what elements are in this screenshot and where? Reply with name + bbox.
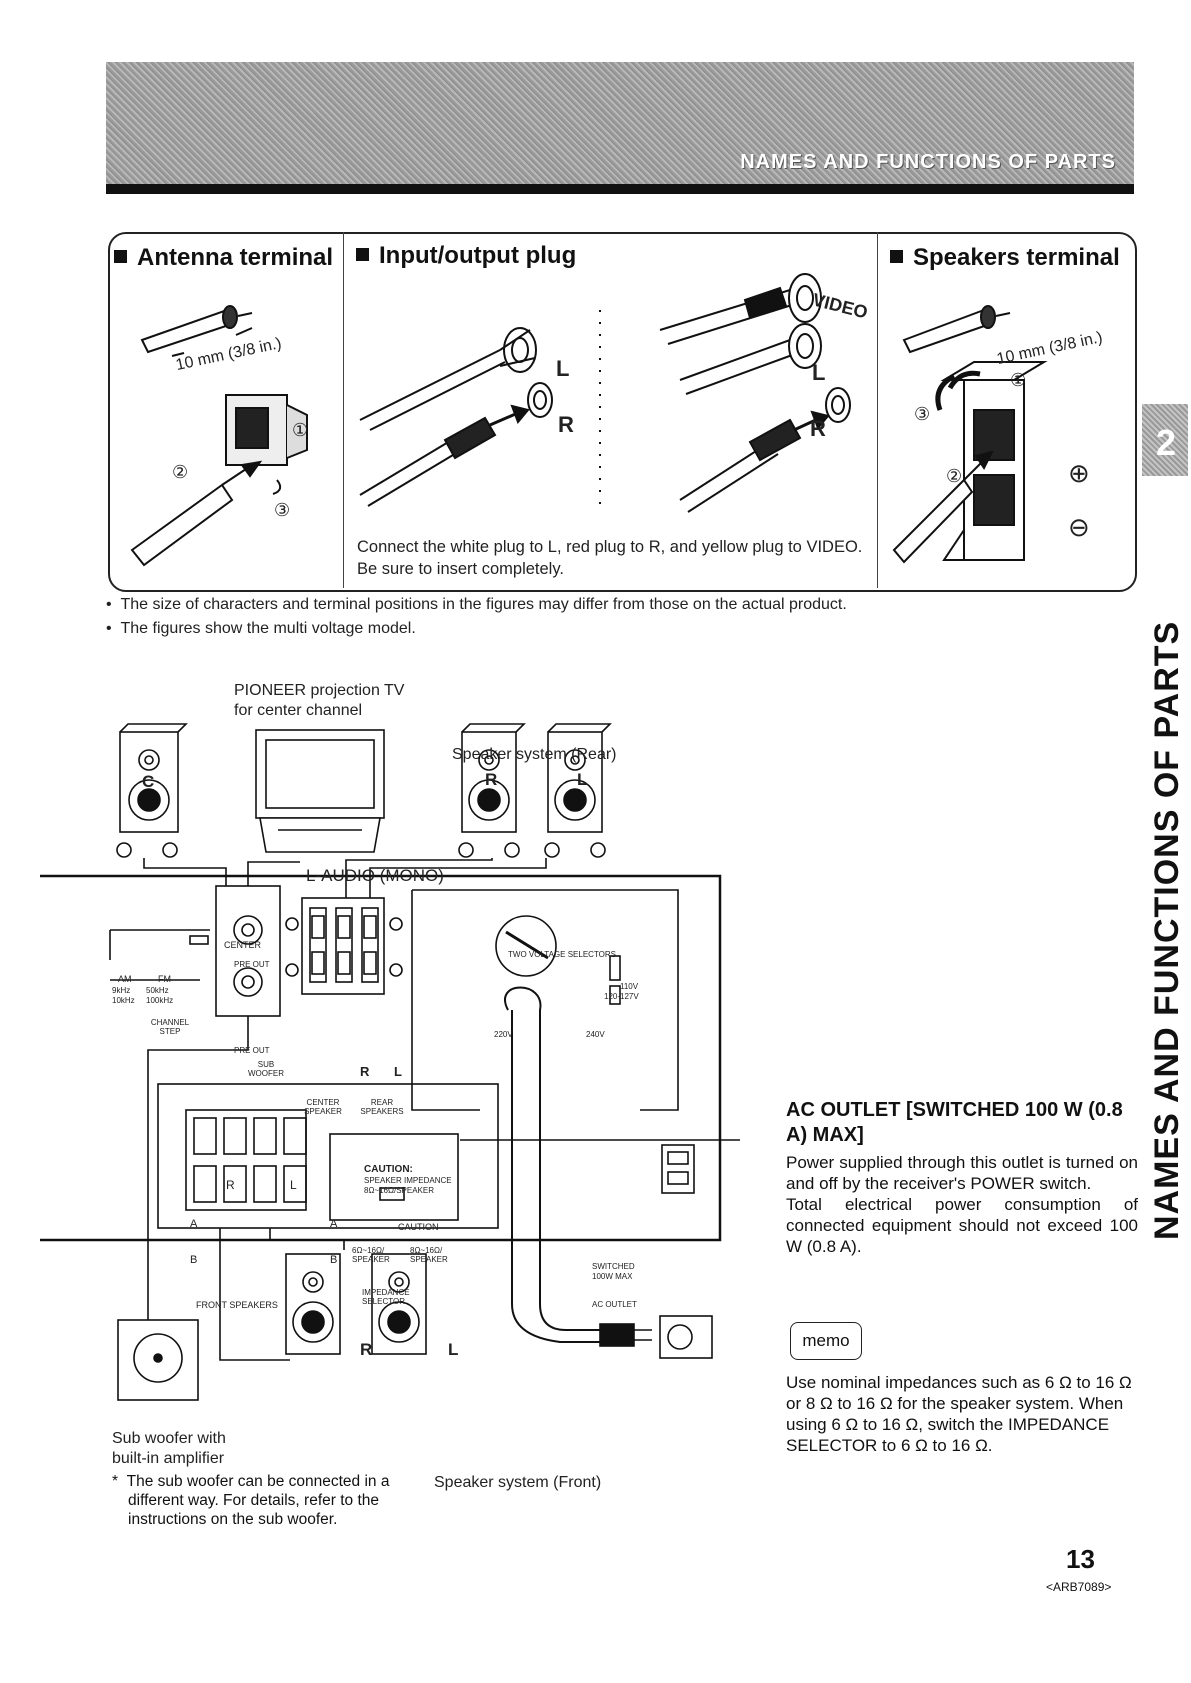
panel-240v: 240V bbox=[586, 1030, 605, 1039]
panel-220v: 220V bbox=[494, 1030, 513, 1039]
front-speaker-l: L bbox=[448, 1340, 459, 1359]
sub-woofer-label-2: built-in amplifier bbox=[112, 1450, 225, 1467]
front-speaker-r: R bbox=[360, 1340, 373, 1359]
panel-channel-step: CHANNEL STEP bbox=[150, 1018, 190, 1036]
ac-outlet-body-2: Total electrical power consumption of co… bbox=[786, 1195, 1138, 1256]
panel-switched: SWITCHED bbox=[592, 1262, 635, 1271]
panel-am-9k: 9kHz bbox=[112, 986, 131, 995]
panel-120v: 120-127V bbox=[604, 992, 639, 1001]
antenna-step-1: ① bbox=[292, 420, 309, 440]
panel-b-left: B bbox=[190, 1254, 198, 1266]
panel-rear-speakers: REAR SPEAKERS bbox=[360, 1098, 404, 1116]
rear-speaker-l: L bbox=[577, 770, 588, 789]
memo-body: Use nominal impedances such as 6 Ω to 16… bbox=[786, 1373, 1132, 1455]
panel-fm-50k: 50kHz bbox=[146, 986, 169, 995]
io-label-l-left: L bbox=[556, 356, 570, 381]
minus-symbol: ⊖ bbox=[1068, 512, 1090, 542]
header-band: NAMES AND FUNCTIONS OF PARTS bbox=[106, 62, 1134, 194]
ac-outlet-title: AC OUTLET [SWITCHED 100 W (0.8 A) MAX] bbox=[786, 1099, 1123, 1146]
panel-pre-out-1: PRE OUT bbox=[234, 960, 270, 969]
panel-l: L bbox=[394, 1064, 402, 1079]
antenna-illustration bbox=[130, 305, 308, 567]
io-label-r-right: R bbox=[810, 416, 826, 441]
io-caption: Connect the white plug to L, red plug to… bbox=[357, 538, 863, 578]
panel-caution2: CAUTION bbox=[398, 1222, 439, 1232]
io-label-r-left: R bbox=[558, 412, 574, 437]
panel-front-l: L bbox=[290, 1178, 297, 1192]
terminal-box bbox=[108, 232, 1137, 592]
sub-woofer-label-1: Sub woofer with bbox=[112, 1430, 226, 1447]
panel-center: CENTER bbox=[224, 940, 262, 950]
panel-am-10k: 10kHz bbox=[112, 996, 135, 1005]
panel-front-speakers: FRONT SPEAKERS bbox=[196, 1300, 278, 1310]
panel-r: R bbox=[360, 1064, 370, 1079]
io-label-l-right: L bbox=[812, 360, 826, 385]
panel-imp-right: 8Ω~16Ω/ SPEAKER bbox=[410, 1246, 448, 1264]
speakers-step-2: ② bbox=[946, 466, 963, 486]
panel-a-left: A bbox=[190, 1218, 198, 1230]
panel-imp-left: 6Ω~16Ω/ SPEAKER bbox=[352, 1246, 390, 1264]
antenna-section-title: Antenna terminal bbox=[114, 244, 333, 272]
tv-label-line1: PIONEER projection TV bbox=[234, 682, 405, 699]
box-divider bbox=[877, 232, 878, 588]
note-1: • The size of characters and terminal po… bbox=[106, 596, 847, 613]
panel-center-speaker: CENTER SPEAKER bbox=[304, 1098, 342, 1116]
front-speaker-heading: Speaker system (Front) bbox=[434, 1474, 602, 1491]
plus-symbol: ⊕ bbox=[1068, 458, 1090, 488]
rear-speaker-r: R bbox=[485, 770, 498, 789]
speakers-terminal-illustration bbox=[892, 305, 1048, 564]
panel-am: AM bbox=[118, 974, 132, 984]
center-speaker-label: C bbox=[142, 772, 155, 791]
antenna-step-2: ② bbox=[172, 462, 189, 482]
panel-switched-max: 100W MAX bbox=[592, 1272, 633, 1281]
panel-caution-line2: 8Ω~16Ω/SPEAKER bbox=[364, 1186, 434, 1195]
note-2: • The figures show the multi voltage mod… bbox=[106, 620, 416, 637]
page-header-title: NAMES AND FUNCTIONS OF PARTS bbox=[740, 151, 1116, 173]
memo-badge: memo bbox=[790, 1322, 862, 1360]
panel-impedance-selector: IMPEDANCE SELECTOR bbox=[362, 1288, 410, 1306]
tv-label-line2: for center channel bbox=[234, 702, 363, 719]
panel-fm-100k: 100kHz bbox=[146, 996, 174, 1005]
speakers-step-1: ① bbox=[1010, 370, 1027, 390]
connection-diagram bbox=[40, 723, 740, 1401]
panel-caution-line1: SPEAKER IMPEDANCE bbox=[364, 1176, 452, 1185]
io-plug-illustration bbox=[359, 273, 851, 513]
panel-a-right: A bbox=[330, 1218, 338, 1230]
panel-ac-outlet: AC OUTLET bbox=[592, 1300, 637, 1309]
side-chapter-title: NAMES AND FUNCTIONS OF PARTS bbox=[1148, 620, 1186, 1240]
io-section-title: Input/output plug bbox=[356, 242, 576, 270]
speakers-section-title: Speakers terminal bbox=[890, 244, 1120, 272]
sub-woofer-note: * The sub woofer can be connected in a d… bbox=[112, 1473, 390, 1528]
rear-speaker-heading: Speaker system (Rear) bbox=[452, 746, 617, 763]
document-code: <ARB7089> bbox=[1046, 1580, 1112, 1594]
panel-pre-out-2: PRE OUT bbox=[234, 1046, 270, 1055]
panel-b-right: B bbox=[330, 1254, 338, 1266]
audio-mono-label: L-AUDIO (MONO) bbox=[306, 866, 444, 885]
page-number: 13 bbox=[1066, 1544, 1095, 1574]
panel-sub-woofer: SUB WOOFER bbox=[248, 1060, 284, 1078]
panel-two-voltage: TWO VOLTAGE SELECTORS bbox=[508, 950, 617, 959]
antenna-step-3: ③ bbox=[274, 500, 291, 520]
ac-outlet-body: Power supplied through this outlet is tu… bbox=[786, 1152, 1138, 1257]
panel-front-r: R bbox=[226, 1178, 235, 1192]
speakers-step-3: ③ bbox=[914, 404, 931, 424]
panel-110v: 110V bbox=[620, 982, 639, 991]
panel-caution: CAUTION: bbox=[364, 1164, 413, 1175]
box-divider bbox=[343, 232, 344, 588]
panel-fm: FM bbox=[158, 974, 171, 984]
ac-outlet-body-1: Power supplied through this outlet is tu… bbox=[786, 1153, 1138, 1193]
chapter-tab: 2 bbox=[1142, 404, 1188, 476]
